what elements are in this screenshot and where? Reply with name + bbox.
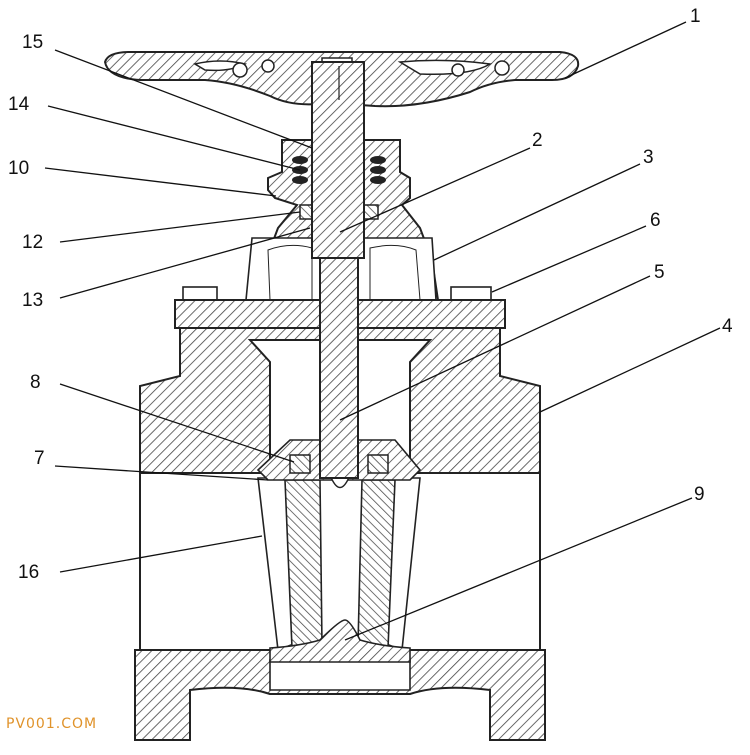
callout-5: 5 (654, 262, 665, 283)
callout-2: 2 (532, 130, 543, 151)
leader-12 (59, 211, 301, 243)
callout-4: 4 (722, 316, 733, 337)
callout-15: 15 (22, 32, 43, 53)
leader-15 (54, 49, 313, 149)
callout-13: 13 (22, 290, 43, 311)
callout-14: 14 (8, 94, 30, 115)
leader-13 (59, 227, 311, 299)
leader-8 (59, 383, 295, 463)
watermark-text: PV001.COM (6, 716, 98, 732)
leader-16 (59, 535, 263, 573)
callout-3: 3 (643, 147, 654, 168)
leader-9 (344, 497, 693, 641)
leader-6 (491, 225, 647, 293)
callouts: 1 15 2 14 3 10 6 12 13 5 4 8 7 9 16 (8, 6, 733, 641)
callout-9: 9 (694, 484, 705, 505)
leader-4 (539, 327, 721, 413)
leader-3 (433, 163, 641, 261)
callout-12: 12 (22, 232, 43, 253)
callout-7: 7 (34, 448, 45, 469)
callout-16: 16 (18, 562, 39, 583)
callout-6: 6 (650, 210, 661, 231)
leader-5 (339, 275, 651, 421)
leader-7 (54, 465, 269, 481)
leader-1 (564, 21, 687, 79)
valve-body (134, 327, 546, 741)
stem (311, 61, 365, 479)
callout-1: 1 (690, 6, 701, 27)
leader-10 (44, 167, 277, 197)
callout-8: 8 (30, 372, 41, 393)
packing-rings (292, 156, 386, 184)
leader-2 (339, 147, 531, 233)
leader-14 (47, 105, 301, 171)
callout-10: 10 (8, 158, 29, 179)
